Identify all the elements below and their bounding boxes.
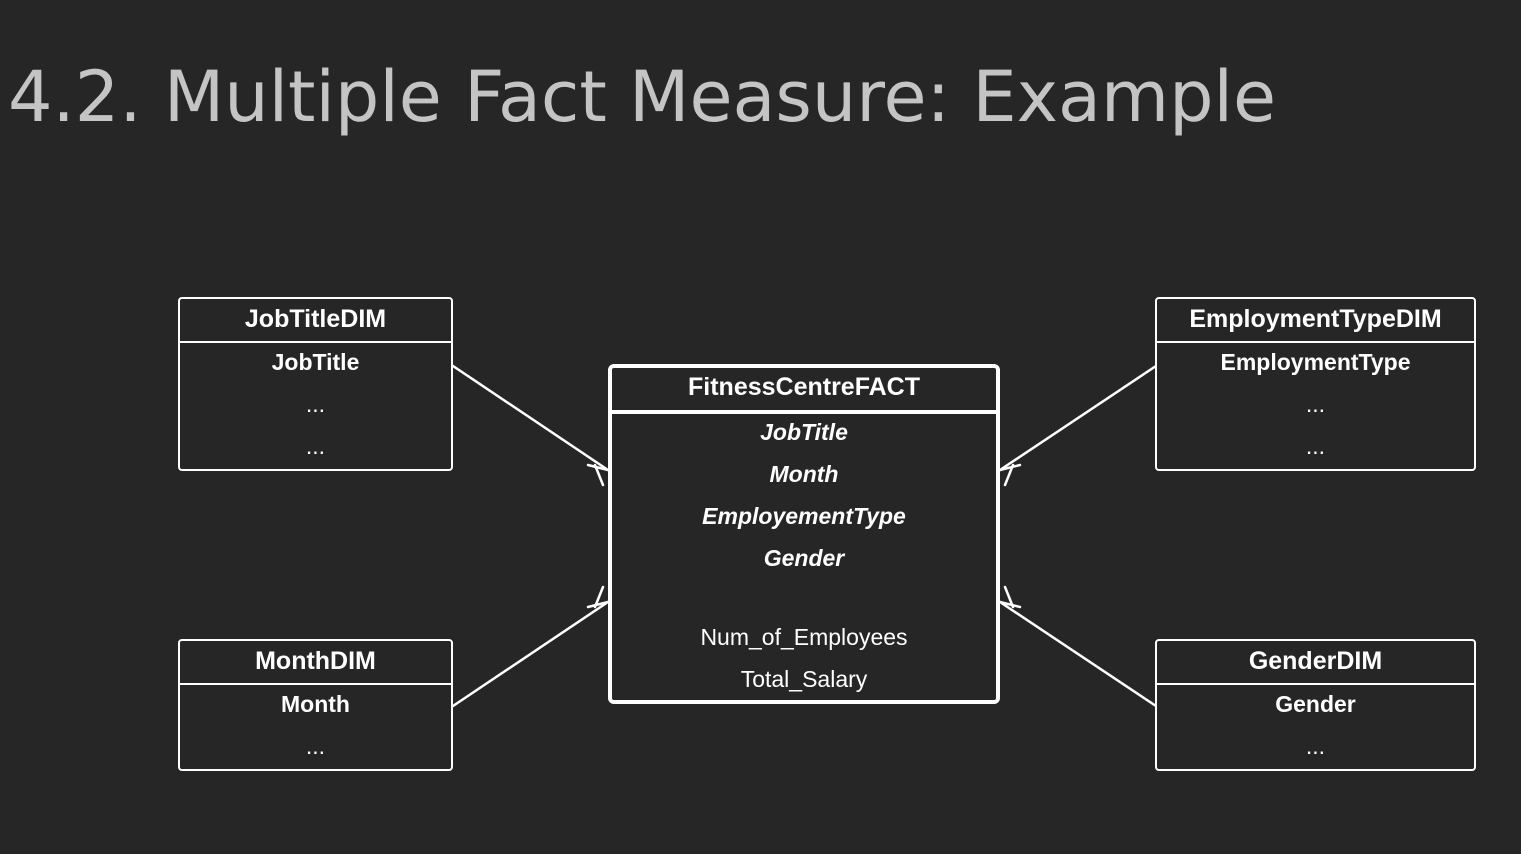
entity-header: JobTitleDIM	[180, 299, 451, 343]
foreign-key-attribute: JobTitle	[760, 419, 848, 445]
ellipsis-attribute: ...	[305, 391, 326, 417]
crows-foot-gender	[998, 585, 1022, 609]
entity-attributes: JobTitle Month EmployementType Gender Nu…	[612, 414, 996, 703]
foreign-key-attribute: EmployementType	[702, 503, 906, 529]
foreign-key-attribute: Gender	[763, 545, 845, 571]
entity-header: EmploymentTypeDIM	[1157, 299, 1474, 343]
ellipsis-attribute: ...	[1305, 733, 1326, 759]
primary-key-attribute: Month	[281, 691, 350, 717]
entity-employmenttype-dim: EmploymentTypeDIM EmploymentType ... ...	[1155, 297, 1476, 471]
measure-attribute: Num_of_Employees	[700, 624, 908, 650]
entity-jobtitle-dim: JobTitleDIM JobTitle ... ...	[178, 297, 453, 471]
entity-month-dim: MonthDIM Month ...	[178, 639, 453, 771]
slide-title: 4.2. Multiple Fact Measure: Example	[8, 56, 1277, 138]
crows-foot-employmenttype	[998, 463, 1022, 487]
primary-key-attribute: Gender	[1275, 691, 1356, 717]
entity-header: GenderDIM	[1157, 641, 1474, 685]
crows-foot-jobtitle	[586, 463, 610, 487]
entity-attributes: Month ...	[180, 685, 451, 770]
ellipsis-attribute: ...	[1305, 391, 1326, 417]
entity-attributes: JobTitle ... ...	[180, 343, 451, 470]
ellipsis-attribute: ...	[1305, 433, 1326, 459]
entity-header: FitnessCentreFACT	[612, 368, 996, 414]
primary-key-attribute: EmploymentType	[1220, 349, 1411, 375]
connector-gender	[998, 585, 1158, 708]
entity-gender-dim: GenderDIM Gender ...	[1155, 639, 1476, 771]
entity-attributes: EmploymentType ... ...	[1157, 343, 1474, 470]
measure-attribute: Total_Salary	[740, 666, 868, 692]
attribute-spacer	[612, 582, 996, 619]
ellipsis-attribute: ...	[305, 433, 326, 459]
crows-foot-month	[586, 585, 610, 609]
connector-month	[451, 585, 610, 708]
primary-key-attribute: JobTitle	[271, 349, 360, 375]
connector-jobtitle	[451, 364, 610, 487]
entity-fitness-centre-fact: FitnessCentreFACT JobTitle Month Employe…	[608, 364, 1000, 704]
foreign-key-attribute: Month	[769, 461, 839, 487]
ellipsis-attribute: ...	[305, 733, 326, 759]
entity-header: MonthDIM	[180, 641, 451, 685]
connector-employmenttype	[998, 364, 1158, 487]
entity-attributes: Gender ...	[1157, 685, 1474, 770]
